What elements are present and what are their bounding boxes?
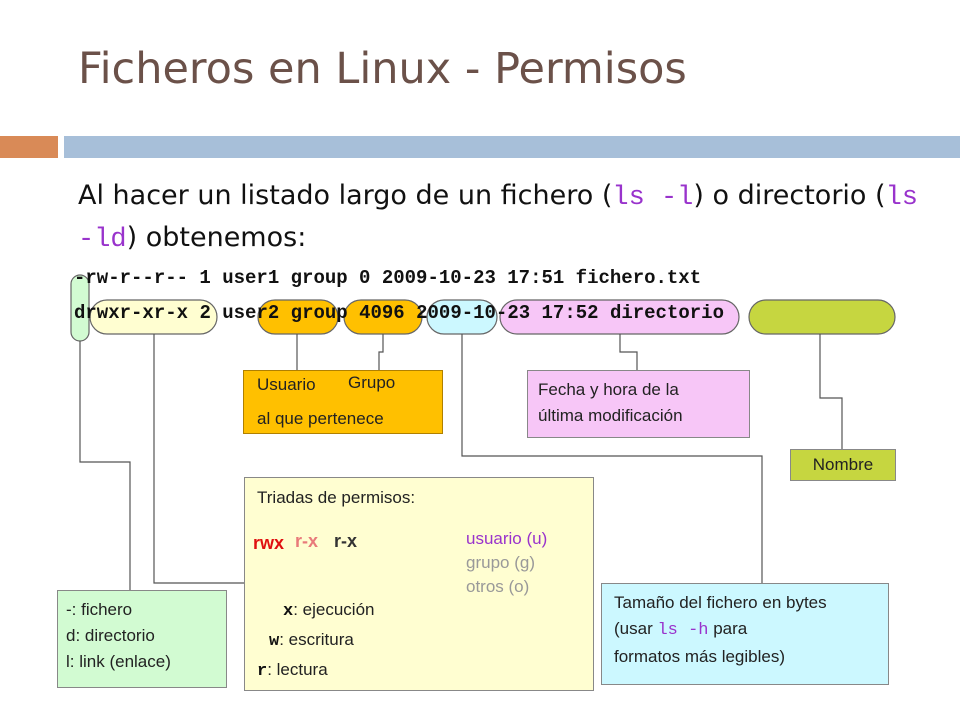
triad-grupo-label: grupo (g) — [466, 553, 535, 572]
tipo-fichero: -: fichero — [66, 600, 133, 619]
fecha-box: Fecha y hora de la última modificación — [527, 370, 750, 438]
user-pill — [257, 299, 339, 335]
name-connector — [819, 334, 843, 449]
exec-letter: x — [283, 602, 294, 621]
dir-datetime: 2009-10-23 17:52 — [416, 302, 599, 324]
listing-line-dir: drwxr-xr-x 2 user2 group 4096 2009-10-23… — [74, 302, 724, 324]
accent-bar-blue — [64, 136, 960, 158]
perms-connector — [153, 334, 244, 584]
exec-legend: x: ejecución — [283, 597, 374, 625]
dir-name: directorio — [609, 302, 724, 324]
tipo-box: -: fichero d: directorio l: link (enlace… — [57, 590, 227, 688]
write-legend: w: escritura — [269, 627, 354, 655]
triad-rwx: rwx — [253, 533, 285, 553]
usuario-grupo-box: Usuario Grupo al que pertenece — [243, 370, 443, 434]
tamano-line2: (usar ls -h para — [614, 616, 888, 644]
intro-part3: ) obtenemos: — [126, 222, 307, 253]
tamano-box: Tamaño del fichero en bytes (usar ls -h … — [601, 583, 889, 685]
accent-bar-orange — [0, 136, 58, 158]
tipo-link: l: link (enlace) — [66, 652, 171, 671]
tamano-line1: Tamaño del fichero en bytes — [614, 593, 827, 612]
exec-label: : ejecución — [293, 600, 375, 619]
pertenece-label: al que pertenece — [257, 409, 384, 428]
datetime-connector — [619, 334, 638, 370]
size-connector — [461, 334, 763, 583]
triad-otros-label: otros (o) — [466, 577, 530, 596]
read-legend: r: lectura — [257, 657, 328, 685]
fecha-line1: Fecha y hora de la — [538, 380, 679, 399]
write-label: : escritura — [279, 630, 354, 649]
triad-usuario-label: usuario (u) — [466, 529, 548, 548]
grupo-label: Grupo — [348, 373, 396, 392]
read-letter: r — [257, 662, 268, 681]
write-letter: w — [269, 632, 280, 651]
page-title: Ficheros en Linux - Permisos — [78, 44, 687, 94]
name-pill — [748, 299, 896, 335]
type-connector — [79, 341, 131, 590]
intro-text: Al hacer un listado largo de un fichero … — [78, 176, 938, 260]
fecha-line2: última modificación — [538, 406, 683, 425]
read-label: : lectura — [267, 660, 328, 679]
group-connector — [378, 334, 384, 370]
intro-cmd-ls-ld: ls -ld — [78, 183, 918, 255]
listing-line-file: -rw-r--r-- 1 user1 group 0 2009-10-23 17… — [74, 267, 702, 289]
triad-rx-group: r-x — [295, 531, 319, 551]
triad-rx-others: r-x — [334, 531, 358, 551]
dir-size: 4096 — [359, 302, 405, 324]
intro-part1: Al hacer un listado largo de un fichero … — [78, 180, 613, 211]
dir-links: 2 — [199, 302, 211, 324]
tamano-cmd: ls -h — [657, 621, 709, 640]
intro-part2: ) o directorio ( — [693, 180, 886, 211]
dir-user: user2 — [222, 302, 280, 324]
tamano-line2-a: (usar — [614, 619, 658, 638]
triadas-box: Triadas de permisos: rwx r-x r-x usuario… — [244, 477, 594, 691]
triadas-title: Triadas de permisos: — [257, 488, 416, 507]
dir-group: group — [290, 302, 348, 324]
tipo-directorio: d: directorio — [66, 626, 155, 645]
usuario-label: Usuario — [257, 375, 316, 394]
dir-perms: drwxr-xr-x — [74, 302, 189, 324]
tamano-line2-b: para — [708, 619, 748, 638]
nombre-box: Nombre — [790, 449, 896, 481]
tamano-line3: formatos más legibles) — [614, 647, 786, 666]
intro-cmd-ls-l: ls -l — [612, 183, 694, 213]
